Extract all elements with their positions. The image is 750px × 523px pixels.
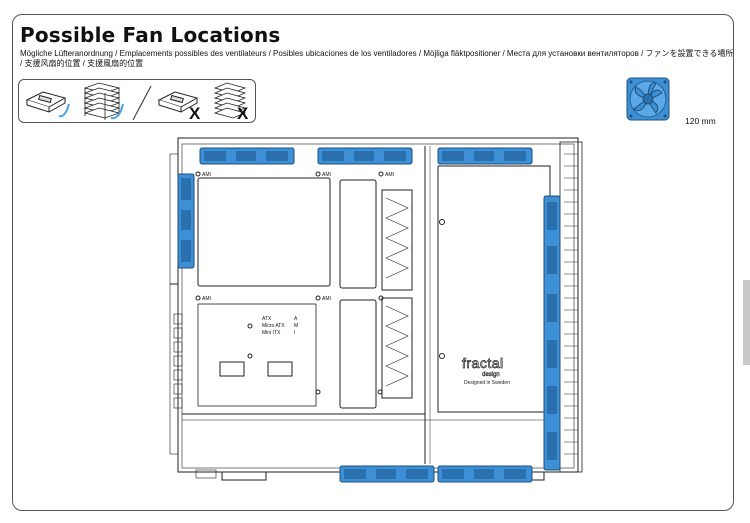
page-subtitle: Mögliche Lüfteranordnung / Emplacements … [20, 49, 734, 68]
mount-label-ami: AMI [202, 172, 211, 178]
cable-cutout [339, 299, 377, 409]
fan-slot-rear [177, 173, 195, 269]
ssd-icon [157, 91, 199, 113]
case-foot [221, 471, 267, 481]
mount-label-ami: AMI [385, 172, 394, 178]
drive-cage [381, 189, 413, 399]
fan-slot-front [543, 195, 561, 471]
disallowed-mark: X [237, 104, 249, 123]
form-factor-key-a: A [294, 316, 298, 322]
form-factor-micro-atx: Micro ATX [262, 323, 285, 329]
motherboard-tray [197, 303, 317, 407]
drive-legend-drawing: X X [25, 82, 249, 123]
form-factor-key-i: I [294, 330, 295, 336]
svg-text:design: design [482, 372, 500, 378]
checkmark-icon [110, 103, 124, 120]
case-diagram: AMI AMI AMI AMI AMI ATX Micro ATX Mini I… [160, 134, 610, 504]
checkmark-icon [58, 103, 70, 118]
drive-stack-icon [83, 82, 121, 120]
fan-locations [177, 147, 561, 483]
drive-legend: X X [18, 79, 256, 123]
legend-divider [132, 85, 152, 121]
fan-slot-bottom [339, 465, 435, 483]
mount-label-ami: AMI [322, 296, 331, 302]
case-drawing: AMI AMI AMI AMI AMI ATX Micro ATX Mini I… [169, 137, 583, 483]
fan-120mm-icon [626, 77, 670, 121]
mount-label-ami: AMI [202, 296, 211, 302]
chassis-outline [177, 137, 579, 473]
fan-slot-bottom [437, 465, 533, 483]
fan-slot-top [199, 147, 295, 165]
brand-logo: fractal design Designed in Sweden [462, 355, 510, 386]
side-tab [743, 280, 750, 365]
svg-text:fractal: fractal [462, 355, 504, 371]
cable-cutout [339, 179, 377, 289]
ssd-icon [25, 91, 67, 113]
form-factor-mini-itx: Mini ITX [262, 330, 281, 336]
front-panel [559, 141, 583, 473]
fan-slot-top [317, 147, 413, 165]
fan-slot-top [437, 147, 533, 165]
mount-label-ami: AMI [322, 172, 331, 178]
diagram-frame [12, 14, 734, 511]
form-factor-atx: ATX [262, 316, 272, 322]
page-title: Possible Fan Locations [20, 23, 281, 47]
form-factor-key-m: M [294, 323, 298, 329]
fan-size-label: 120 mm [685, 116, 716, 126]
drive-stack-icon [213, 82, 247, 119]
svg-text:Designed in Sweden: Designed in Sweden [464, 380, 510, 386]
disallowed-mark: X [189, 104, 201, 123]
cpu-cutout [197, 177, 331, 287]
